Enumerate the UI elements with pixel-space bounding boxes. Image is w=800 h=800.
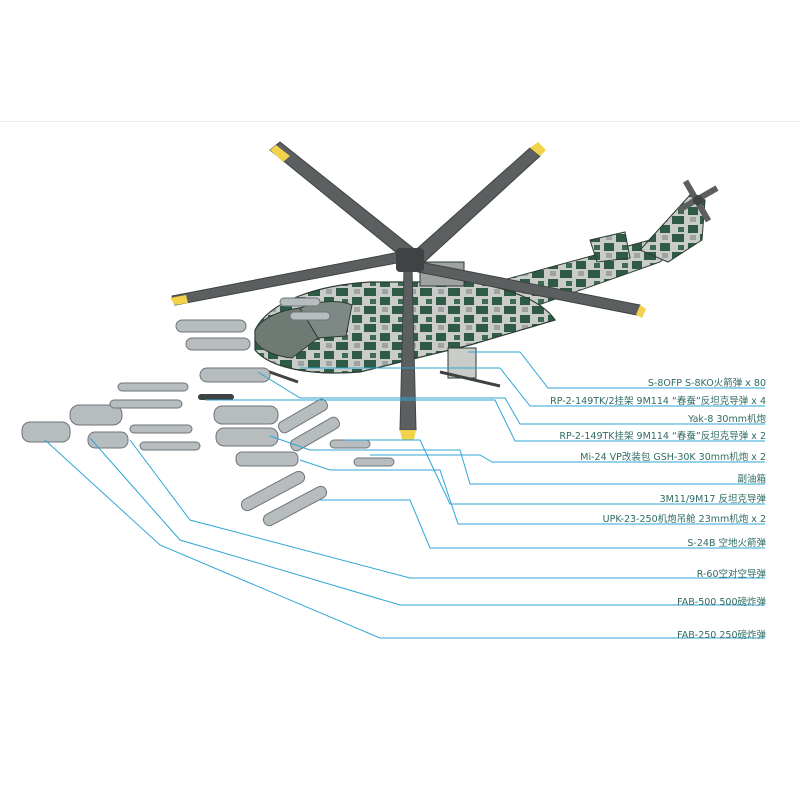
leader-lines <box>44 351 765 639</box>
main-rotor <box>170 141 646 440</box>
leader-line-rp2-149tk-2 <box>300 367 765 407</box>
callout-gsh30k: Mi-24 VP改装包 GSH-30K 30mm机炮 x 2 <box>580 452 766 463</box>
tail-rotor <box>677 179 719 223</box>
leader-line-r60 <box>129 439 765 579</box>
leader-line-fuel <box>269 435 765 485</box>
callout-r60: R-60空对空导弹 <box>696 569 766 580</box>
callout-fab500: FAB-500 500磅炸弹 <box>677 597 766 608</box>
leader-line-s8 <box>468 351 765 389</box>
leader-line-upk23 <box>299 459 765 525</box>
callout-s8: S-8OFP S-8KO火箭弹 x 80 <box>647 378 766 389</box>
callout-rp2-149tk: RP-2-149TK挂架 9M114 “春蚕”反坦克导弹 x 2 <box>559 431 766 442</box>
leader-line-rp2-149tk <box>205 399 765 442</box>
leader-line-fab250 <box>44 439 765 639</box>
top-divider <box>0 121 800 122</box>
mounted-weapons <box>175 297 331 383</box>
leader-line-3m11 <box>345 439 765 505</box>
leader-line-yak8 <box>257 371 765 425</box>
callout-rp2-149tk-2: RP-2-149TK/2挂架 9M114 “春蚕”反坦克导弹 x 4 <box>550 396 766 407</box>
leader-line-gsh30k <box>370 454 765 463</box>
weapon-loadout <box>21 382 395 527</box>
callout-fab250: FAB-250 250磅炸弹 <box>677 630 766 641</box>
leader-line-s24b <box>320 499 765 549</box>
callout-3m11: 3M11/9M17 反坦克导弹 <box>659 494 766 505</box>
callout-s24b: S-24B 空地火箭弹 <box>687 538 766 549</box>
callout-upk23: UPK-23-250机炮吊舱 23mm机炮 x 2 <box>602 514 766 525</box>
callout-yak8: Yak-8 30mm机炮 <box>688 414 766 425</box>
leader-line-fab500 <box>89 437 765 606</box>
callout-fuel: 副油箱 <box>737 474 766 485</box>
